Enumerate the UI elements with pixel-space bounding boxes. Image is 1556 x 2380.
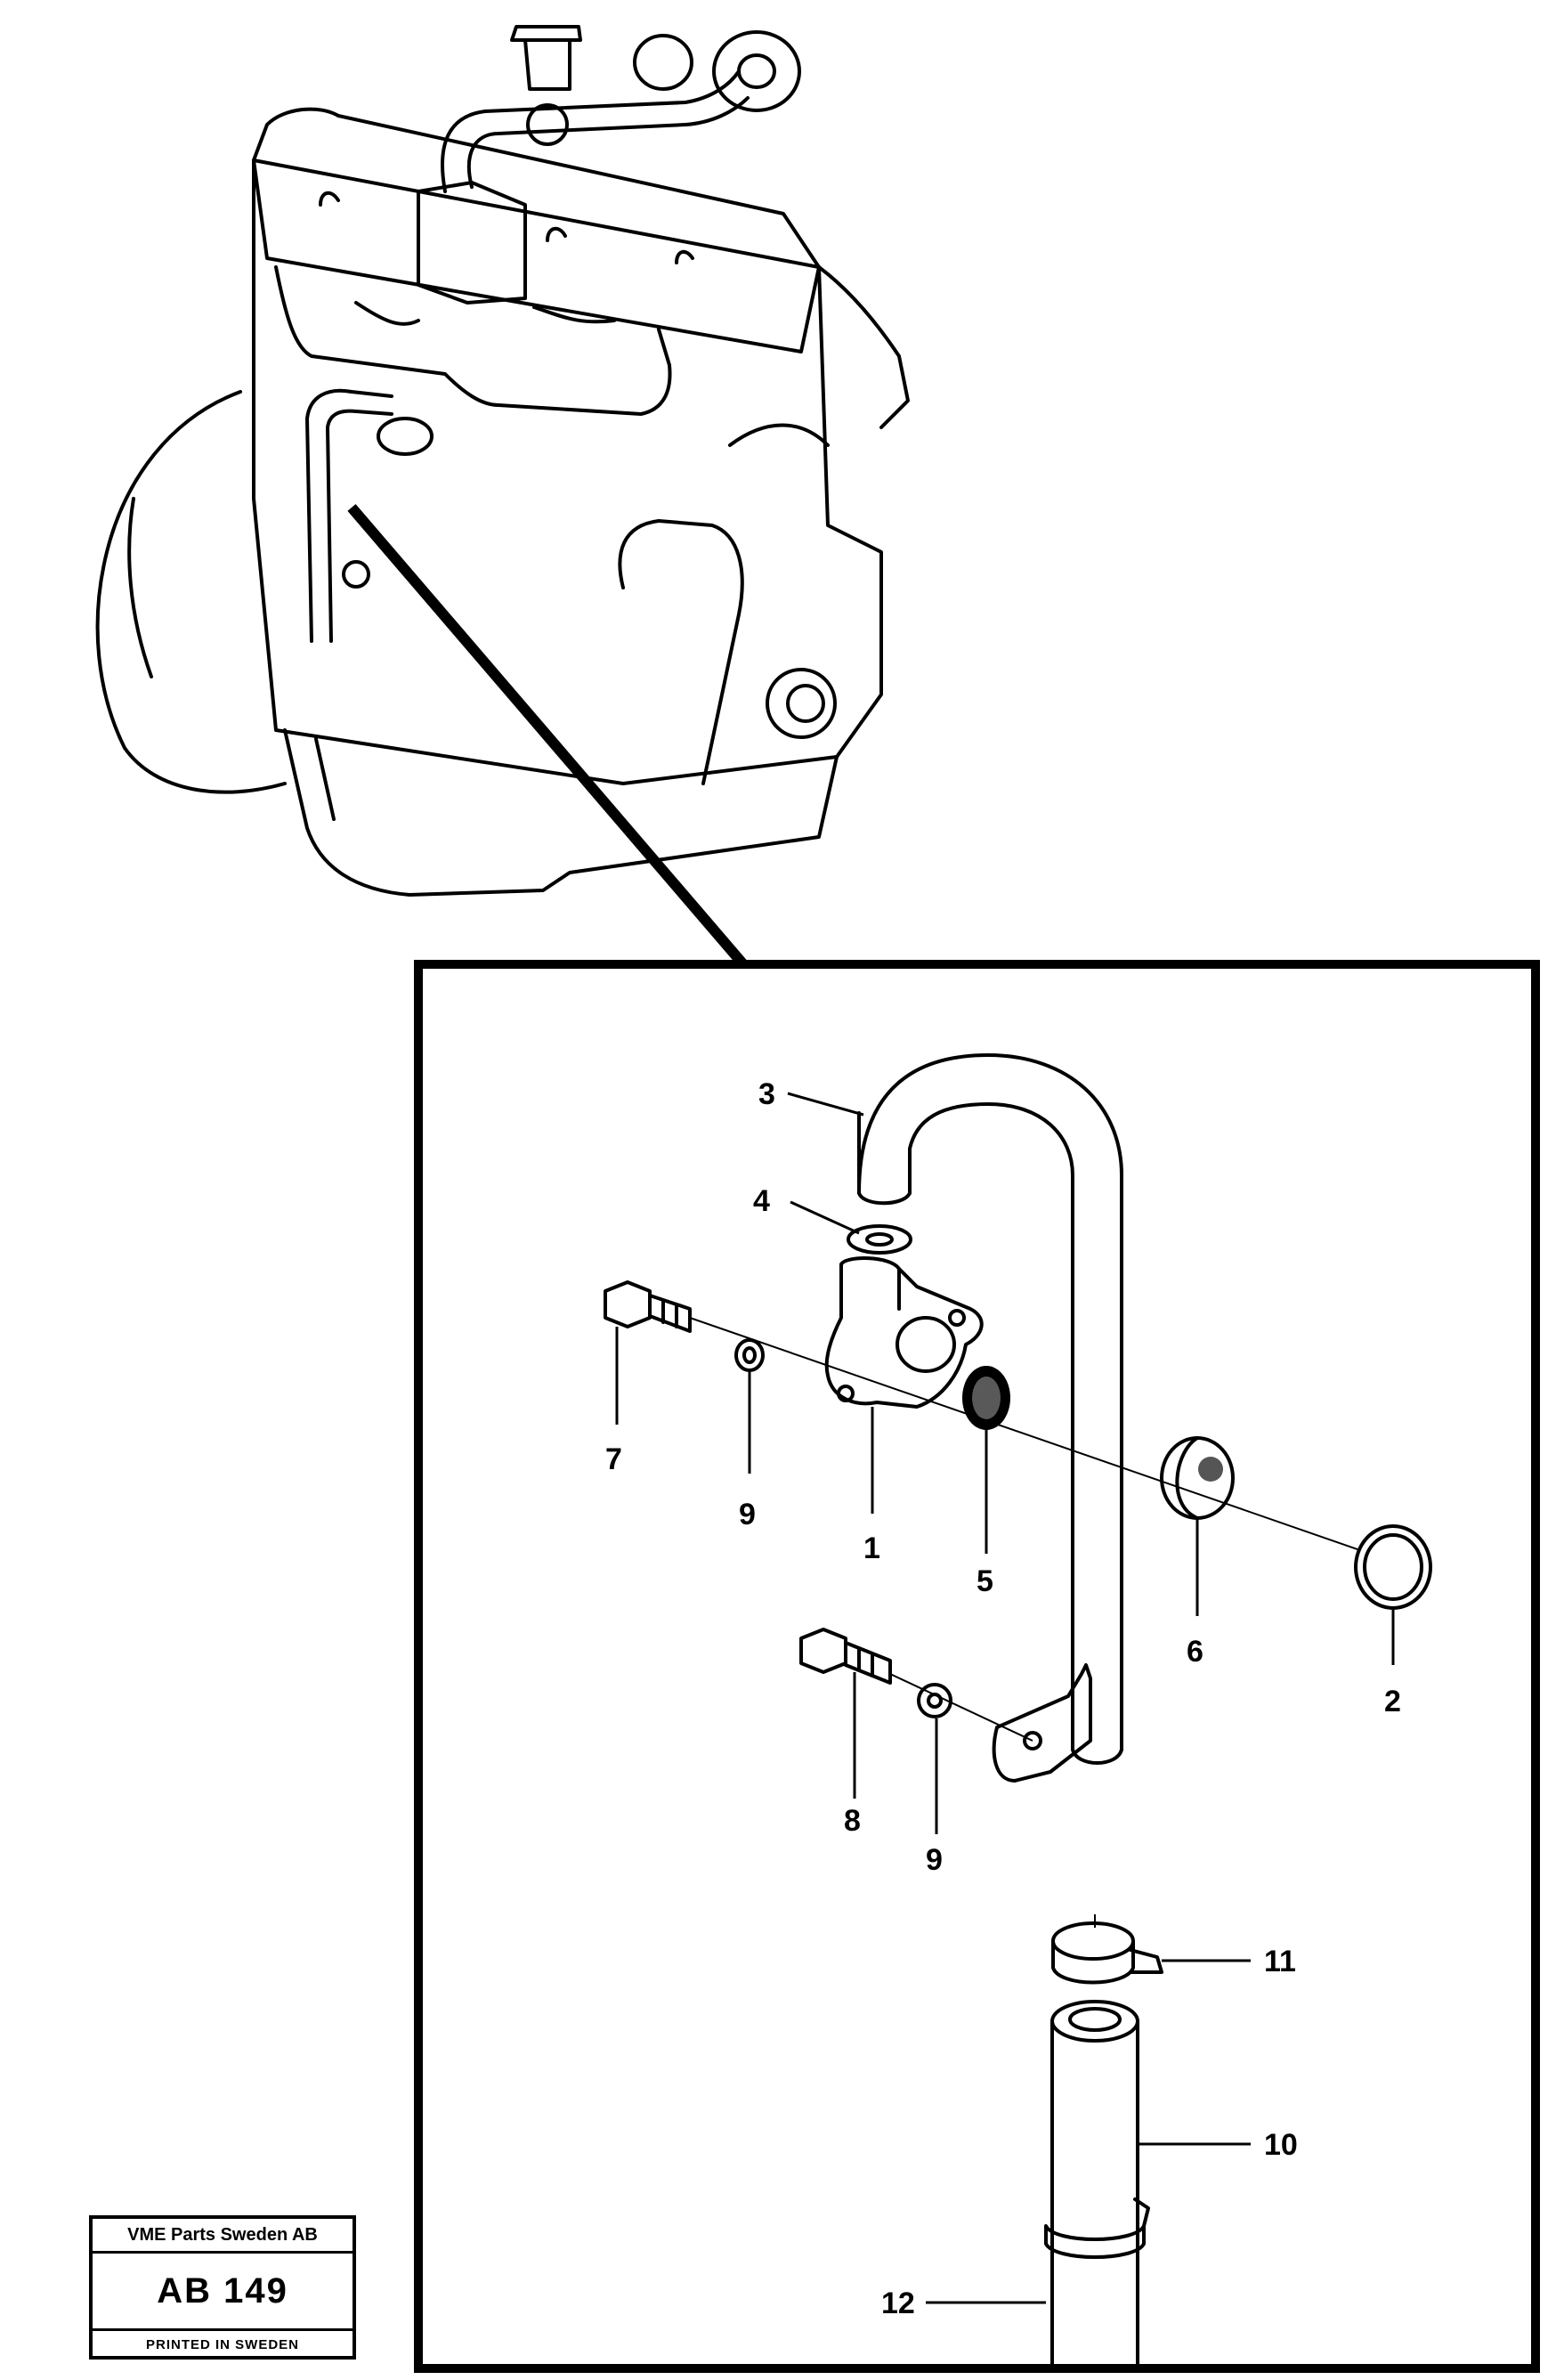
callout-12: 12 (881, 2287, 915, 2320)
bolt-8 (799, 1628, 892, 1685)
callout-2: 2 (1384, 1685, 1401, 1718)
callout-9-lower: 9 (926, 1843, 943, 1877)
callout-labels: 3 4 7 9 1 5 6 2 8 9 11 10 12 (605, 1077, 1401, 2320)
callout-7: 7 (605, 1442, 622, 1476)
title-plate: VME Parts Sweden AB AB 149 PRINTED IN SW… (89, 2215, 356, 2360)
detail-frame (414, 960, 1540, 2373)
detail-leader-line (347, 504, 748, 968)
hose-clamp-11 (1051, 1921, 1163, 1985)
callout-10: 10 (1264, 2128, 1298, 2162)
washer-9-upper (734, 1338, 765, 1372)
callout-8: 8 (844, 1804, 861, 1838)
assembly-axis (689, 1317, 1358, 1550)
callout-9-upper: 9 (739, 1498, 756, 1531)
filter-6 (1160, 1436, 1235, 1520)
callout-1: 1 (863, 1531, 880, 1565)
callout-3: 3 (758, 1077, 775, 1111)
lower-axis (889, 1673, 1033, 1742)
callout-6: 6 (1187, 1635, 1203, 1669)
callout-11: 11 (1264, 1945, 1296, 1978)
plate-printed: PRINTED IN SWEDEN (145, 2336, 299, 2352)
hose-10 (1050, 2000, 1139, 2366)
hose-clamp-12 (1044, 2197, 1150, 2259)
strainer-5 (962, 1366, 1010, 1430)
ring-2 (1354, 1524, 1432, 1610)
bolt-7 (604, 1280, 692, 1333)
engine-illustration (95, 25, 910, 897)
callout-leaders (615, 1092, 1395, 2304)
washer-4 (847, 1224, 912, 1255)
callout-5: 5 (977, 1564, 993, 1598)
plate-code: AB 149 (93, 2254, 353, 2331)
breather-housing (824, 1256, 984, 1409)
pipe-bracket (992, 1663, 1092, 1783)
callout-4: 4 (753, 1184, 770, 1218)
plate-company: VME Parts Sweden AB (93, 2219, 353, 2254)
